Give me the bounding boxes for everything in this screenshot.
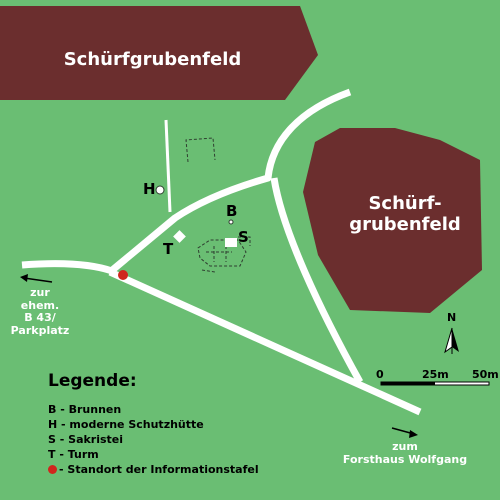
tower-symbol — [173, 230, 186, 243]
west-arrow — [20, 274, 53, 283]
legend-item-text: T - Turm — [48, 448, 99, 461]
well-symbol — [228, 219, 234, 225]
scale-bar-graphic — [380, 381, 490, 386]
legend-title: Legende: — [48, 371, 137, 391]
legend-item-text: B - Brunnen — [48, 403, 122, 416]
marker-h: H — [143, 180, 156, 198]
north-arrow-graphic — [444, 327, 459, 354]
east-field-label-line1: Schürf- — [368, 193, 442, 214]
legend-list: B - Brunnen H - moderne Schutzhütte S - … — [48, 402, 259, 477]
path-to-shelter — [164, 119, 172, 213]
direction-southeast: zum Forsthaus Wolfgang — [330, 440, 480, 466]
direction-west-line: zur — [30, 286, 50, 299]
direction-west-line: Parkplatz — [10, 323, 70, 337]
ruin-south — [201, 269, 216, 273]
legend-item-text: - Standort der Informationstafel — [59, 463, 259, 476]
legend-item: S - Sakristei — [48, 432, 259, 447]
ruin-north — [185, 137, 216, 163]
direction-west-line: B 43/ — [24, 311, 56, 325]
info-dot-icon — [48, 465, 57, 474]
north-quarry-field — [0, 6, 318, 100]
north-field-label: Schürfgrubenfeld — [63, 49, 242, 70]
scale-label-mid: 25m — [422, 368, 449, 381]
legend-item: T - Turm — [48, 447, 259, 462]
ruin-church-1 — [197, 239, 247, 267]
ruin-outlines — [185, 137, 251, 273]
shelter-symbol — [155, 185, 165, 195]
north-label: N — [447, 311, 457, 324]
road-east-curve — [270, 177, 364, 384]
southeast-arrow — [391, 427, 418, 438]
road-main-southeast — [108, 268, 422, 416]
road-northeast-curve — [107, 88, 352, 275]
legend-item: B - Brunnen — [48, 402, 259, 417]
legend-item-text: S - Sakristei — [48, 433, 124, 446]
road-west — [21, 260, 114, 275]
sacristy-symbol — [225, 238, 237, 247]
direction-southeast-line: zum — [392, 440, 418, 453]
marker-s: S — [238, 228, 249, 246]
east-quarry-field — [303, 128, 482, 313]
scale-label-start: 0 — [376, 368, 384, 381]
direction-west-line: ehem. — [20, 298, 60, 312]
east-field-label: Schürf- grubenfeld — [340, 193, 470, 235]
direction-southeast-line: Forsthaus Wolfgang — [342, 452, 468, 466]
ruin-east — [238, 236, 251, 246]
marker-t: T — [163, 240, 174, 258]
legend-item-text: H - moderne Schutzhütte — [48, 418, 204, 431]
scale-label-end: 50m — [472, 368, 499, 381]
road-network — [21, 88, 422, 416]
legend-item: H - moderne Schutzhütte — [48, 417, 259, 432]
ruin-church-2 — [206, 246, 232, 262]
legend-item: - Standort der Informationstafel — [48, 462, 259, 477]
marker-b: B — [226, 202, 238, 220]
east-field-label-line2: grubenfeld — [349, 213, 461, 235]
info-board-dot — [118, 270, 128, 280]
direction-west: zur ehem. B 43/ Parkplatz — [8, 286, 72, 338]
